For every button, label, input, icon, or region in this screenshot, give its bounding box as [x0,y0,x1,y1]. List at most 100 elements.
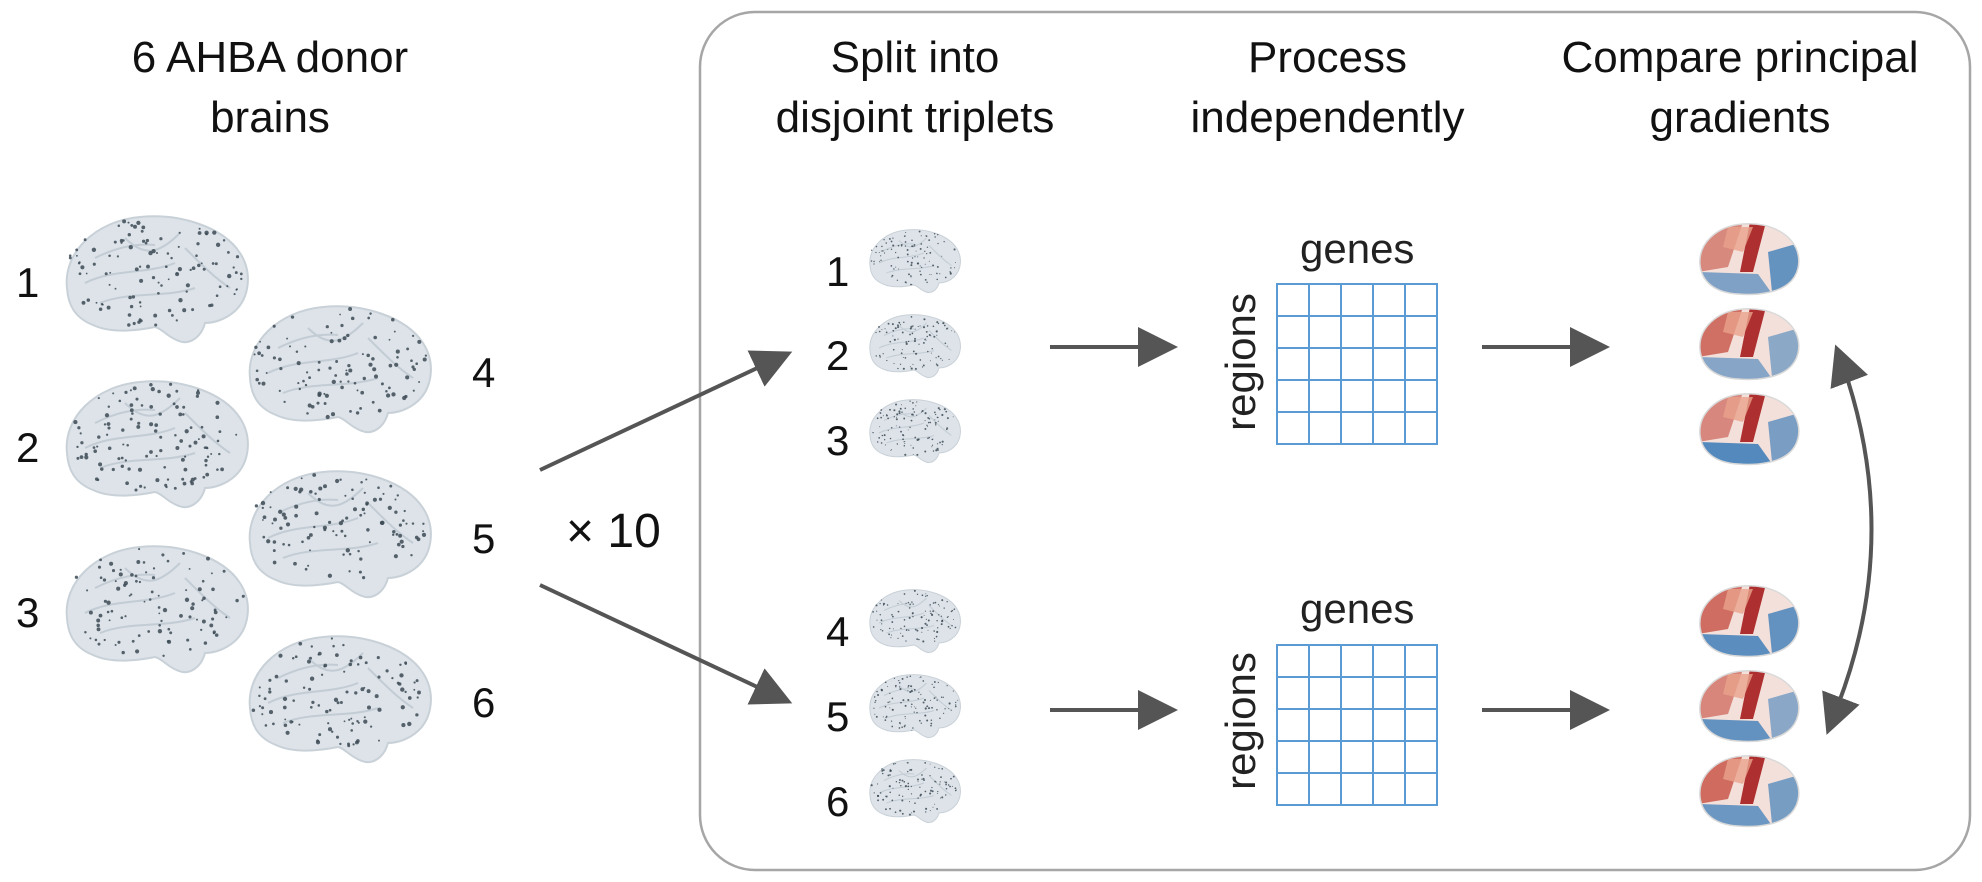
brain-sulcus [883,773,915,781]
brain-sample-dot [880,619,883,622]
brain-sample-dot [411,522,415,525]
brain-sample-dot [175,446,180,450]
brain-sample-dot [300,477,303,480]
brain-sample-dot [130,593,133,596]
brain-sample-dot [339,742,342,746]
brain-sample-dot [936,265,939,268]
brain-sample-dot [363,491,366,494]
brain-sample-dot [84,455,89,460]
brain-sample-dot [877,794,880,798]
brain-sample-dot [373,374,379,379]
brain-sample-dot [282,705,287,710]
brain-sample-dot [260,500,266,506]
brain-sample-dot [261,519,264,521]
brain-sample-dot [357,721,360,724]
brain-sample-dot [112,392,115,395]
brain-sample-dot [188,615,192,619]
brain-sample-dot [908,813,911,816]
brain-sample-dot [175,389,179,393]
brain-silhouette [248,305,432,433]
brain-sulcus [883,243,915,251]
brain-sample-dot [359,513,363,517]
gradient-outline [1699,393,1800,466]
matrix-cell [1404,676,1438,710]
brain-sample-dot [909,769,911,771]
brain-sample-dot [106,610,110,614]
brain-sulcus [307,322,364,342]
brain-sample-dot [260,354,264,357]
brain-sample-dot [233,293,236,296]
brain-sample-dot [891,799,894,802]
brain-sample-dot [205,472,210,477]
brain-sample-dot [893,268,895,270]
brain-sample-dot [157,291,160,295]
brain-sample-dot [332,530,335,533]
brain-sample-dot [399,673,404,678]
brain-sample-dot [347,380,350,383]
brain-sulcus [878,422,925,434]
brain-sample-dot [922,326,926,329]
brain-sample-dot [893,409,896,412]
brain-sample-dot [876,417,879,420]
brain-sulcus [277,498,339,514]
brain-sample-dot [385,389,388,393]
brain-sample-dot [109,561,114,566]
brain-sample-dot [141,225,146,230]
brain-sample-dot [928,333,931,337]
brain-sample-dot [890,637,892,639]
brain-sample-dot [912,325,914,327]
brain-sample-dot [94,638,98,642]
brain-sample-dot [131,639,135,643]
brain-sulcus [898,407,927,418]
brain-sample-dot [407,721,412,727]
brain-sample-dot [206,446,209,450]
brain-sample-dot [926,281,928,284]
brain-sample-dot [918,343,920,345]
brain-sulcus [99,287,196,304]
brain-sample-dot [127,323,131,327]
brain-sample-dot [879,426,881,428]
gradient-outline [1699,755,1800,828]
brain-sample-dot [417,690,421,695]
brain-sample-dot [108,254,111,258]
brain-sample-dot [363,716,366,719]
brain-sample-dot [908,607,911,609]
brain-sample-dot [143,600,146,603]
brain-sample-dot [910,316,913,318]
gradient-outline [1699,585,1800,658]
brain-sulcus [282,707,379,724]
brain-sample-dot [76,456,80,460]
brain-sample-dot [86,589,89,592]
brain-sample-dot [926,246,929,248]
brain-sample-dot [888,633,890,636]
brain-sample-dot [950,709,952,711]
brain-sample-dot [933,686,935,689]
brain-sample-dot [99,576,103,580]
brain-sample-dot [282,696,288,702]
brain-sample-dot [880,259,882,262]
brain-sample-dot [297,382,300,385]
brain-sample-dot [97,642,101,646]
brain-sample-dot [341,519,344,523]
matrix-cell [1404,411,1438,445]
brain-sample-dot [943,408,946,411]
brain-sample-dot [926,624,928,626]
gene-expression-matrix-bottom [1276,644,1438,806]
brain-sample-dot [902,438,904,441]
matrix-cell [1308,772,1342,806]
brain-sample-dot [68,256,72,260]
brain-sample-dot [296,361,301,366]
matrix-cell [1372,347,1406,381]
brain-sample-dot [887,429,889,431]
brain-sample-dot [907,788,909,790]
brain-sample-dot [202,475,206,479]
brain-sample-dot [901,726,903,728]
brain-sample-dot [933,233,936,235]
brain-sample-dot [907,785,910,788]
brain-sample-dot [927,416,930,419]
heading-compare-line1: Compare principal [1561,33,1919,82]
brain-sample-dot [913,589,916,592]
brain-sample-dot [909,333,911,336]
brain-sample-dot [104,413,110,418]
